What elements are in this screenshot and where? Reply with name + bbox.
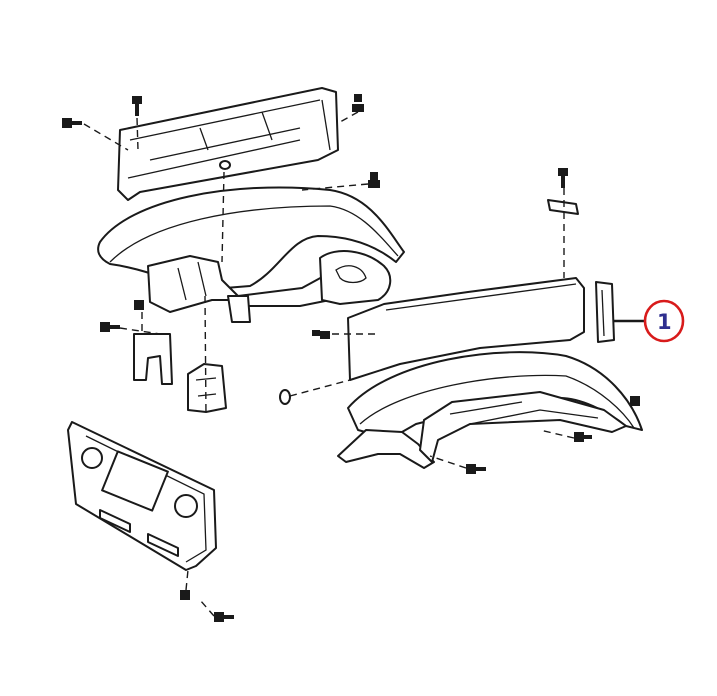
bolt-icon-9 <box>466 464 486 474</box>
bolt-icon-2 <box>62 118 82 128</box>
inner-splash-shield <box>319 250 392 305</box>
bolt-icon-12 <box>214 612 234 622</box>
bolt-icon-1 <box>132 96 142 116</box>
upper-back-panel <box>117 87 339 201</box>
bolt-icon-4 <box>368 172 380 188</box>
center-mounting-bracket <box>187 363 227 413</box>
left-front-fender <box>97 186 405 323</box>
bolt-icon-11 <box>180 590 190 600</box>
bolt-icon-8 <box>574 432 592 442</box>
callout-1[interactable]: 1 <box>614 299 685 343</box>
bolt-icon-13 <box>134 300 144 310</box>
bolt-icon-6 <box>100 322 120 332</box>
bolt-icon-5 <box>558 168 568 188</box>
bolt-icon-3 <box>352 94 364 112</box>
washer-icon-2 <box>219 160 231 170</box>
bolt-icon-10 <box>630 396 640 406</box>
top-right-clip-bracket <box>547 199 579 215</box>
right-front-fender <box>337 351 643 469</box>
bolt-icon-7 <box>312 330 330 339</box>
callout-number-label: 1 <box>657 310 672 334</box>
callout-ring <box>643 299 685 343</box>
assembly-guide-lines <box>83 111 575 617</box>
washer-icon-1 <box>279 389 291 405</box>
front-grille-panel <box>67 421 217 571</box>
right-side-panel <box>347 277 615 381</box>
left-mounting-bracket <box>133 333 173 385</box>
bolt-fasteners <box>62 94 640 622</box>
